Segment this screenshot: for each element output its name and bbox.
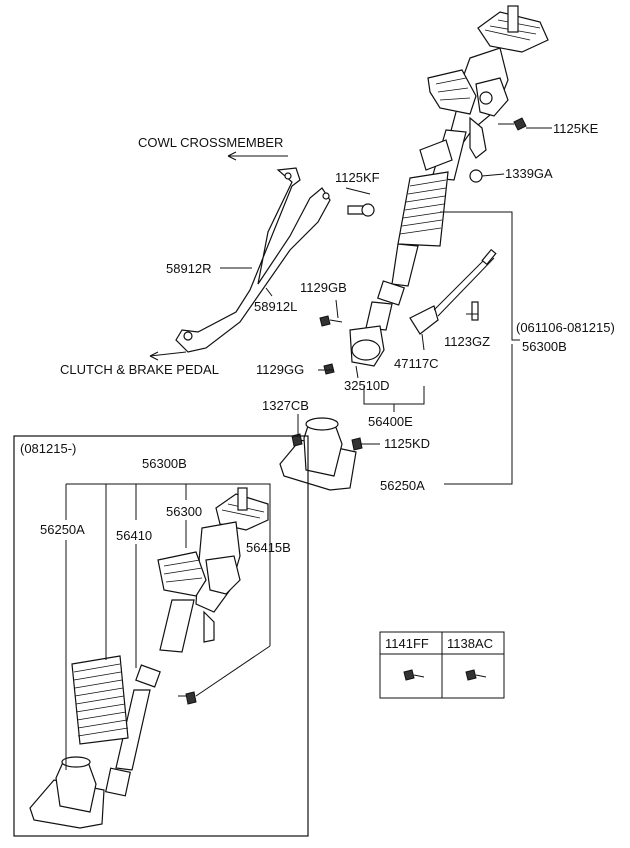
label-period-061106-081215: (061106-081215) bbox=[516, 320, 615, 335]
fastener-table: 1141FF 1138AC bbox=[379, 631, 505, 699]
upper-leader-lines bbox=[220, 127, 552, 485]
label-cowl-crossmember: COWL CROSSMEMBER bbox=[138, 135, 283, 150]
label-56250A-box: 56250A bbox=[40, 522, 85, 537]
label-1339GA: 1339GA bbox=[505, 166, 553, 181]
label-1123GZ: 1123GZ bbox=[444, 334, 490, 349]
table-header-1138AC: 1138AC bbox=[447, 636, 493, 651]
label-58912L: 58912L bbox=[254, 299, 297, 314]
label-56410: 56410 bbox=[116, 528, 152, 543]
label-1125KF: 1125KF bbox=[335, 170, 380, 185]
label-56250A-top: 56250A bbox=[380, 478, 425, 493]
label-56415B: 56415B bbox=[246, 540, 291, 555]
bolt-1141FF-icon bbox=[403, 669, 425, 681]
label-1125KE: 1125KE bbox=[553, 121, 599, 136]
label-1327CB: 1327CB bbox=[262, 398, 309, 413]
upper-steering-column-assembly bbox=[149, 5, 549, 491]
new-steering-column-assembly bbox=[29, 487, 269, 829]
label-47117C: 47117C bbox=[394, 356, 439, 371]
label-period-081215: (081215-) bbox=[20, 441, 76, 456]
label-58912R: 58912R bbox=[166, 261, 212, 276]
table-header-1141FF: 1141FF bbox=[385, 636, 429, 651]
label-56300B-top: 56300B bbox=[522, 339, 567, 354]
bolt-1138AC-icon bbox=[465, 669, 487, 681]
label-1125KD: 1125KD bbox=[384, 436, 430, 451]
label-56300B-box: 56300B bbox=[142, 456, 187, 471]
label-1129GB: 1129GB bbox=[300, 280, 347, 295]
label-clutch-brake-pedal: CLUTCH & BRAKE PEDAL bbox=[60, 362, 219, 377]
label-1129GG: 1129GG bbox=[256, 362, 304, 377]
label-56400E: 56400E bbox=[368, 414, 413, 429]
new-version-frame bbox=[13, 435, 309, 837]
label-56300: 56300 bbox=[166, 504, 202, 519]
label-32510D: 32510D bbox=[344, 378, 390, 393]
labels: COWL CROSSMEMBER CLUTCH & BRAKE PEDAL 11… bbox=[20, 121, 615, 555]
box-leader-lines bbox=[65, 483, 271, 770]
